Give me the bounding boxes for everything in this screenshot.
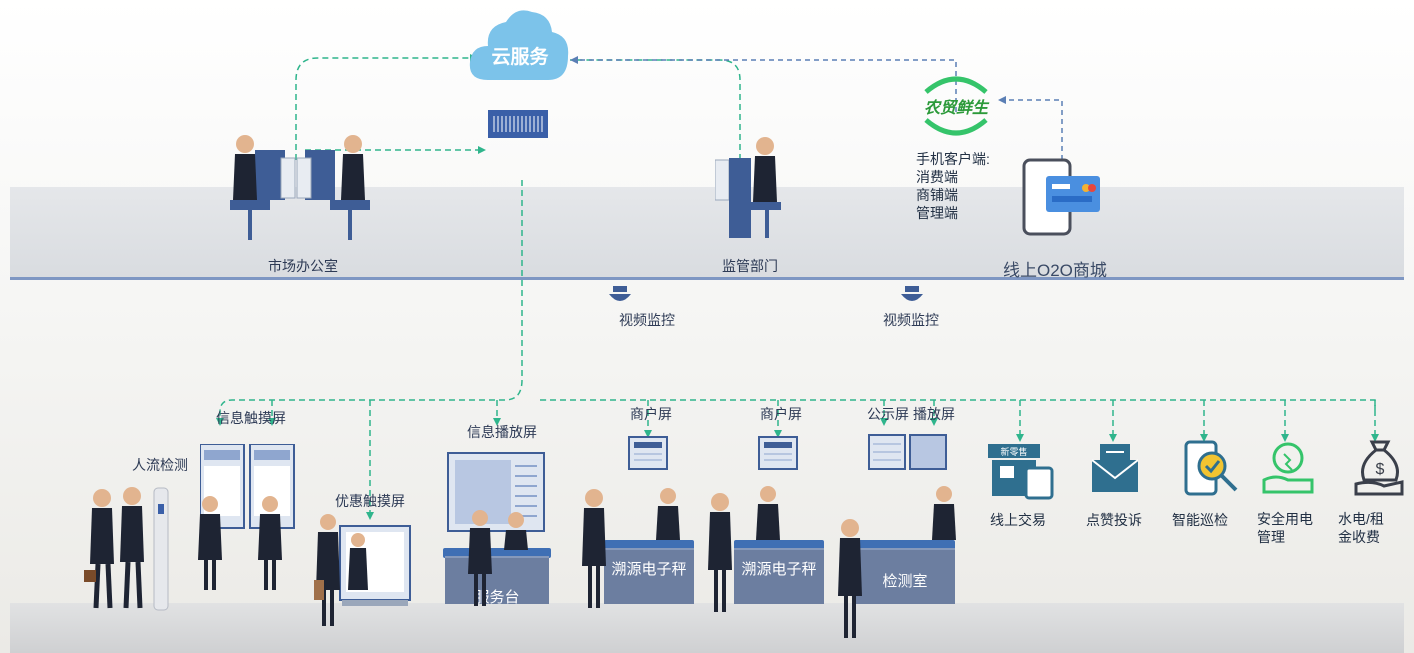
service-desk-people — [468, 510, 528, 606]
promo-touch-label: 优惠触摸屏 — [335, 493, 405, 509]
cloud-label: 云服务 — [491, 47, 549, 68]
online-mall-label: 线上O2O商城 — [1003, 261, 1107, 280]
server-icon — [488, 110, 548, 138]
brand-logo: 农贸鲜生 — [916, 72, 996, 140]
camera-icon — [901, 286, 923, 301]
online-store-icon: 新零售 — [988, 444, 1054, 500]
likes-complaints-label: 点赞投诉 — [1086, 512, 1142, 528]
brand-ring-icon — [924, 76, 988, 136]
touch-screen-users — [198, 496, 282, 590]
svg-text:$: $ — [1376, 461, 1385, 478]
utility-rent-label: 水电/租 金收费 — [1338, 511, 1384, 545]
smart-patrol-icon — [1184, 440, 1238, 496]
money-bag-icon: $ — [1354, 440, 1404, 496]
scale-counter-1: 溯源电子秤 — [604, 548, 694, 604]
market-people-illustration — [582, 486, 956, 638]
supervision-label: 监管部门 — [722, 258, 778, 274]
public-playback-screens — [868, 434, 947, 470]
visitors-illustration — [84, 487, 169, 611]
market-floor-band — [10, 603, 1404, 653]
safe-power-label: 安全用电 管理 — [1257, 511, 1313, 545]
merchant-screen-label-2: 商户屏 — [760, 406, 802, 422]
trace-scale-label-1: 溯源电子秤 — [611, 561, 687, 578]
info-touch-label: 信息触摸屏 — [216, 410, 286, 426]
test-room-top — [855, 540, 955, 550]
info-display-label: 信息播放屏 — [467, 424, 537, 440]
test-room-counter: 检测室 — [855, 548, 955, 604]
video-monitor-label-2: 视频监控 — [883, 312, 939, 328]
service-desk-top — [443, 548, 551, 558]
camera-icon — [609, 286, 631, 301]
scale-counter-top-1 — [604, 540, 694, 550]
office-workers-illustration — [230, 135, 370, 240]
promo-kiosk — [314, 514, 411, 626]
smart-patrol-label: 智能巡检 — [1172, 512, 1228, 528]
merchant-screen-1 — [628, 436, 668, 470]
cloud-service: 云服务 — [468, 6, 572, 84]
public-screen-label: 公示屏 — [867, 406, 909, 422]
mobile-phone-icon — [1022, 158, 1100, 236]
online-trade-label: 线上交易 — [990, 512, 1046, 528]
store-sign-text: 新零售 — [1000, 446, 1027, 457]
people-flow-label: 人流检测 — [132, 457, 188, 473]
merchant-screen-2 — [758, 436, 798, 470]
supervision-illustration — [715, 137, 781, 238]
test-room-label: 检测室 — [882, 573, 928, 590]
complaint-envelope-icon — [1092, 444, 1138, 492]
merchant-screen-label-1: 商户屏 — [630, 406, 672, 422]
cloud-icon — [469, 10, 569, 81]
playback-screen-label: 播放屏 — [913, 406, 955, 422]
mobile-client-label: 手机客户端: 消费端 商铺端 管理端 — [916, 151, 990, 221]
brand-logo-text: 农贸鲜生 — [923, 100, 988, 117]
trace-scale-label-2: 溯源电子秤 — [741, 561, 817, 578]
video-monitor-label-1: 视频监控 — [619, 312, 675, 328]
scale-counter-top-2 — [734, 540, 824, 550]
lightbulb-icon — [1262, 442, 1314, 494]
market-office-label: 市场办公室 — [268, 258, 338, 274]
info-display-screen — [447, 452, 545, 532]
scale-counter-2: 溯源电子秤 — [734, 548, 824, 604]
